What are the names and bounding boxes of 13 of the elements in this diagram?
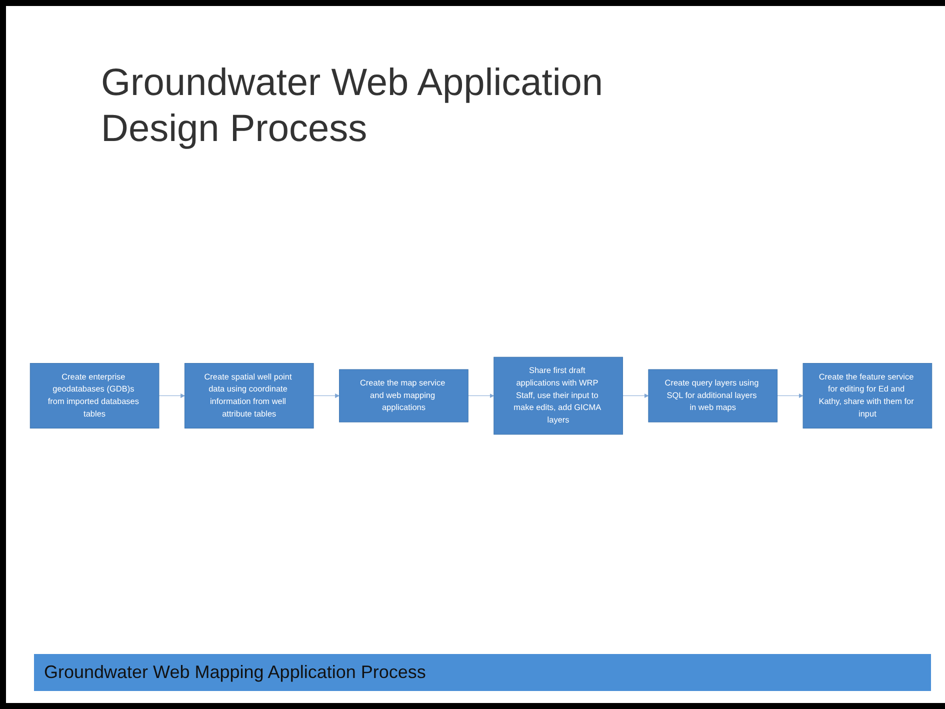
footer-banner: Groundwater Web Mapping Application Process — [34, 654, 931, 691]
title: Groundwater Web Application Design Process — [101, 61, 604, 152]
node-box: Create the feature service for editing for Ed and Kathy, share with them for input — [802, 363, 932, 429]
arrow — [468, 394, 494, 398]
node-box: Share first draft applications with WRP Staff, use their input to make edits, add GICMA layers — [494, 357, 623, 435]
arrow — [313, 394, 340, 398]
arrow — [622, 394, 649, 398]
node-box: Create spatial well point data using coordinate information from well attribute tables — [184, 363, 314, 429]
node-box: Create the map service and web mapping applications — [339, 369, 468, 423]
arrow — [158, 394, 185, 398]
node-box: Create enterprise geodatabases (GDB)s from imported databases tables — [30, 363, 160, 429]
arrow — [777, 394, 804, 398]
node-box: Create query layers using SQL for additional layers in web maps — [648, 369, 778, 423]
